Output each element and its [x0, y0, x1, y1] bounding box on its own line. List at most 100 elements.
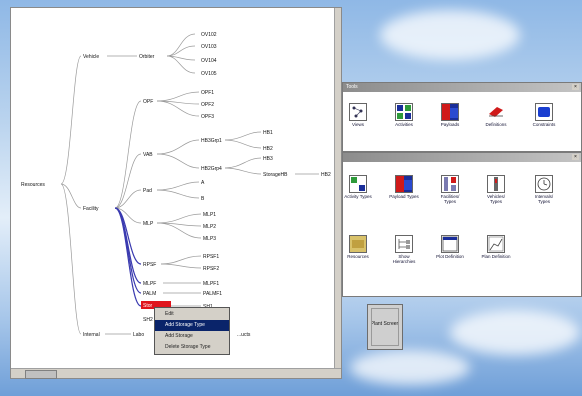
clock-icon — [535, 175, 553, 193]
tree-node-storage[interactable]: StorageHB — [263, 172, 288, 178]
tool-plan-definition[interactable]: Plan Definition — [481, 235, 511, 259]
tree-node-hb[interactable]: HB2 — [321, 172, 331, 178]
tool-show-hierarchies[interactable]: Show Hierarchies — [389, 235, 419, 264]
menu-item-add-storage-type[interactable]: Add Storage Type — [155, 320, 229, 331]
tree-node-pad-item[interactable]: A — [201, 180, 205, 186]
tool-constraints[interactable]: Constraints — [529, 103, 559, 127]
tool-payloads[interactable]: Payloads — [435, 103, 465, 127]
tree-node-hb-group[interactable]: HB2Grp4 — [201, 166, 222, 172]
tree-node-palm[interactable]: PALM — [143, 291, 156, 297]
tool-activities[interactable]: Activities — [389, 103, 419, 127]
menu-item-edit[interactable]: Edit — [165, 311, 174, 317]
tool-label: Plot Definition — [436, 254, 464, 259]
close-icon[interactable]: × — [572, 84, 579, 90]
payloads-icon — [441, 103, 459, 121]
tools-palette-bottom: × Activity Types Payload Types Facilitie… — [342, 152, 582, 297]
tool-label: Plan Definition — [481, 254, 511, 259]
tree-node-ov[interactable]: OV103 — [201, 44, 217, 50]
tool-payload-types[interactable]: Payload Types — [389, 175, 419, 199]
tool-resources[interactable]: Resources — [343, 235, 373, 259]
vertical-scrollbar[interactable] — [334, 8, 341, 378]
tool-vehicle-types[interactable]: Vehicles/ Types — [481, 175, 511, 204]
tree-node-hb[interactable]: HB1 — [263, 130, 273, 136]
tree-node-mlpf-item[interactable]: MLPF1 — [203, 281, 219, 287]
tool-label: Constraints — [532, 122, 556, 127]
cloud — [350, 350, 470, 385]
tree-node-ov[interactable]: OV104 — [201, 58, 217, 64]
tree-node-opf[interactable]: OPF — [143, 99, 153, 105]
scroll-thumb[interactable] — [25, 370, 57, 379]
tree-node-facility[interactable]: Facility — [83, 206, 99, 212]
payload-types-icon — [395, 175, 413, 193]
tree-node-internal[interactable]: Internal — [83, 332, 100, 338]
constraints-icon — [535, 103, 553, 121]
palette-titlebar: × — [343, 153, 581, 162]
tool-plot-definition[interactable]: Plot Definition — [435, 235, 465, 259]
views-icon — [349, 103, 367, 121]
tree-node-storage-selected[interactable]: Stor — [143, 303, 153, 309]
selected-node-highlight — [141, 301, 171, 309]
close-icon[interactable]: × — [572, 154, 579, 160]
tree-node-mlp-item[interactable]: MLP2 — [203, 224, 216, 230]
tool-label: Definitions — [485, 122, 507, 127]
plant-screen-button[interactable]: Plant Screen — [367, 304, 403, 350]
plot-definition-icon — [441, 235, 459, 253]
horizontal-scrollbar[interactable] — [11, 368, 341, 379]
tree-node-opf-item[interactable]: OPF3 — [201, 114, 214, 120]
resources-icon — [349, 235, 367, 253]
resource-tree: Resources Vehicle Orbiter OV102 OV103 OV… — [21, 32, 331, 338]
tool-label: Activity Types — [344, 194, 372, 199]
tool-label: Activities — [395, 122, 413, 127]
tree-node-storage-item[interactable]: SH2 — [143, 317, 153, 323]
hierarchy-icon — [395, 235, 413, 253]
tool-label: Resources — [347, 254, 369, 259]
tree-node-mlp-item[interactable]: MLP3 — [203, 236, 216, 242]
tree-node-mlp-item[interactable]: MLP1 — [203, 212, 216, 218]
tool-definitions[interactable]: Definitions — [481, 103, 511, 127]
tree-node-root[interactable]: Resources — [21, 182, 45, 188]
tree-node-orbiter[interactable]: Orbiter — [139, 54, 155, 60]
tree-node-labor[interactable]: Labo — [133, 332, 144, 338]
tree-node-palm-item[interactable]: PALMF1 — [203, 291, 222, 297]
tree-node-vab[interactable]: VAB — [143, 152, 153, 158]
tool-label: Intervals/ Types — [534, 194, 554, 204]
tool-interval-types[interactable]: Intervals/ Types — [529, 175, 559, 204]
palette-titlebar: Tools × — [343, 83, 581, 92]
tree-node-rpsf-item[interactable]: RPSF2 — [203, 266, 219, 272]
tree-node-pad-item[interactable]: B — [201, 196, 205, 202]
activities-icon — [395, 103, 413, 121]
tool-views[interactable]: Views — [343, 103, 373, 127]
cloud — [380, 10, 520, 60]
tree-node-pad[interactable]: Pad — [143, 188, 152, 194]
plant-screen-label: Plant Screen — [370, 321, 400, 327]
tree-node-hb-group[interactable]: HB3Grp1 — [201, 138, 222, 144]
context-menu: Edit Add Storage Type Add Storage Delete… — [154, 307, 230, 355]
facility-types-icon — [441, 175, 459, 193]
tool-facility-types[interactable]: Facilities/ Types — [435, 175, 465, 204]
tree-node-opf-item[interactable]: OPF2 — [201, 102, 214, 108]
tool-label: Payloads — [440, 122, 460, 127]
tree-node-opf-item[interactable]: OPF1 — [201, 90, 214, 96]
menu-item-add-storage[interactable]: Add Storage — [165, 333, 193, 339]
menu-item-delete-storage-type[interactable]: Delete Storage Type — [165, 344, 211, 350]
tools-palette-top: Tools × Views Activities Payloads Definit… — [342, 82, 582, 152]
tool-label: Facilities/ Types — [440, 194, 460, 204]
tree-node-ov[interactable]: OV102 — [201, 32, 217, 38]
tree-node-ov[interactable]: OV105 — [201, 71, 217, 77]
tree-node-hb[interactable]: HB3 — [263, 156, 273, 162]
tool-label: Vehicles/ Types — [486, 194, 505, 204]
activity-types-icon — [349, 175, 367, 193]
tree-node-mlp[interactable]: MLP — [143, 221, 154, 227]
button-bevel — [371, 308, 399, 346]
tree-node-vehicle[interactable]: Vehicle — [83, 54, 99, 60]
tree-node-rpsf[interactable]: RPSF — [143, 262, 156, 268]
tree-node-labor-tail: ...ucts — [237, 332, 251, 338]
definitions-icon — [487, 103, 505, 121]
tree-node-hb[interactable]: HB2 — [263, 146, 273, 152]
tool-label: Views — [352, 122, 364, 127]
tree-node-rpsf-item[interactable]: RPSF1 — [203, 254, 219, 260]
tool-label: Show Hierarchies — [392, 254, 416, 264]
tree-node-mlpf[interactable]: MLPF — [143, 281, 156, 287]
palette-title: Tools — [346, 84, 358, 90]
tool-activity-types[interactable]: Activity Types — [343, 175, 373, 199]
